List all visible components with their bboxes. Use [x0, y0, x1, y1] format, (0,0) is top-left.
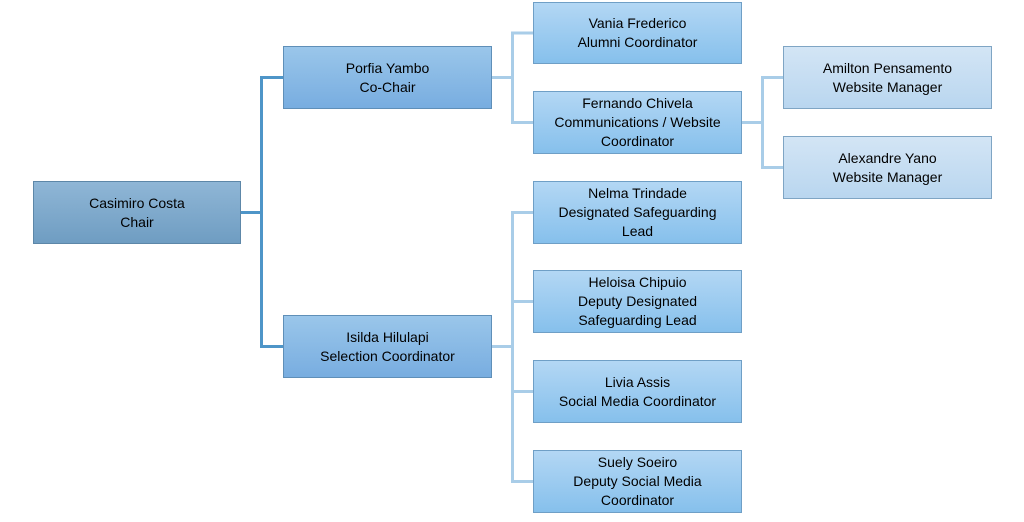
node-role-line1: Deputy Social Media: [573, 473, 702, 489]
node-role: Co-Chair: [359, 78, 416, 95]
node-role-line1: Communications / Website: [554, 114, 721, 130]
node-isilda-hilulapi: Isilda Hilulapi Selection Coordinator: [283, 315, 492, 378]
node-role: Selection Coordinator: [320, 347, 455, 364]
node-suely-soeiro: Suely Soeiro Deputy Social Media Coordin…: [533, 450, 742, 513]
node-role-line2: Coordinator: [600, 133, 675, 149]
node-name: Alexandre Yano: [838, 149, 937, 166]
node-role: Social Media Coordinator: [558, 392, 717, 409]
node-name: Heloisa Chipuio: [588, 274, 687, 290]
connector-chair-to-isilda: [260, 212, 283, 348]
connector-isilda-to-nelma: [492, 211, 533, 348]
connector-porfia-to-fernando: [511, 77, 533, 124]
connector-fernando-to-amilton: [742, 76, 783, 124]
connector-isilda-to-livia: [511, 346, 533, 393]
connector-isilda-to-suely: [511, 391, 533, 483]
node-role: Website Manager: [832, 78, 943, 95]
node-name: Porfia Yambo: [345, 59, 430, 76]
connector-fernando-to-alexandre: [761, 122, 783, 169]
node-name: Casimiro Costa: [89, 194, 185, 211]
node-porfia-yambo: Porfia Yambo Co-Chair: [283, 46, 492, 109]
node-role-line2: Lead: [621, 223, 654, 239]
node-amilton-pensamento: Amilton Pensamento Website Manager: [783, 46, 992, 109]
node-fernando-chivela: Fernando Chivela Communications / Websit…: [533, 91, 742, 154]
node-nelma-trindade: Nelma Trindade Designated Safeguarding L…: [533, 181, 742, 244]
node-name: Amilton Pensamento: [822, 59, 953, 76]
node-name: Suely Soeiro: [597, 454, 678, 470]
node-role-line2: Coordinator: [600, 492, 675, 508]
connector-porfia-to-vania: [492, 31, 533, 79]
node-vania-frederico: Vania Frederico Alumni Coordinator: [533, 2, 742, 64]
node-alexandre-yano: Alexandre Yano Website Manager: [783, 136, 992, 199]
node-role-line1: Designated Safeguarding: [558, 204, 717, 220]
node-name: Nelma Trindade: [588, 185, 687, 201]
node-heloisa-chipuio: Heloisa Chipuio Deputy Designated Safegu…: [533, 270, 742, 333]
node-role: Alumni Coordinator: [577, 34, 698, 50]
node-casimiro-costa: Casimiro Costa Chair: [33, 181, 241, 244]
node-name: Isilda Hilulapi: [346, 328, 429, 345]
node-name: Fernando Chivela: [582, 95, 693, 111]
node-role-line1: Deputy Designated: [577, 293, 698, 309]
node-name: Livia Assis: [604, 373, 671, 390]
node-role-line2: Safeguarding Lead: [578, 312, 697, 328]
node-role: Chair: [120, 213, 154, 230]
node-livia-assis: Livia Assis Social Media Coordinator: [533, 360, 742, 423]
node-role: Website Manager: [832, 168, 943, 185]
node-name: Vania Frederico: [588, 15, 687, 31]
connector-chair-to-porfia: [241, 76, 283, 214]
